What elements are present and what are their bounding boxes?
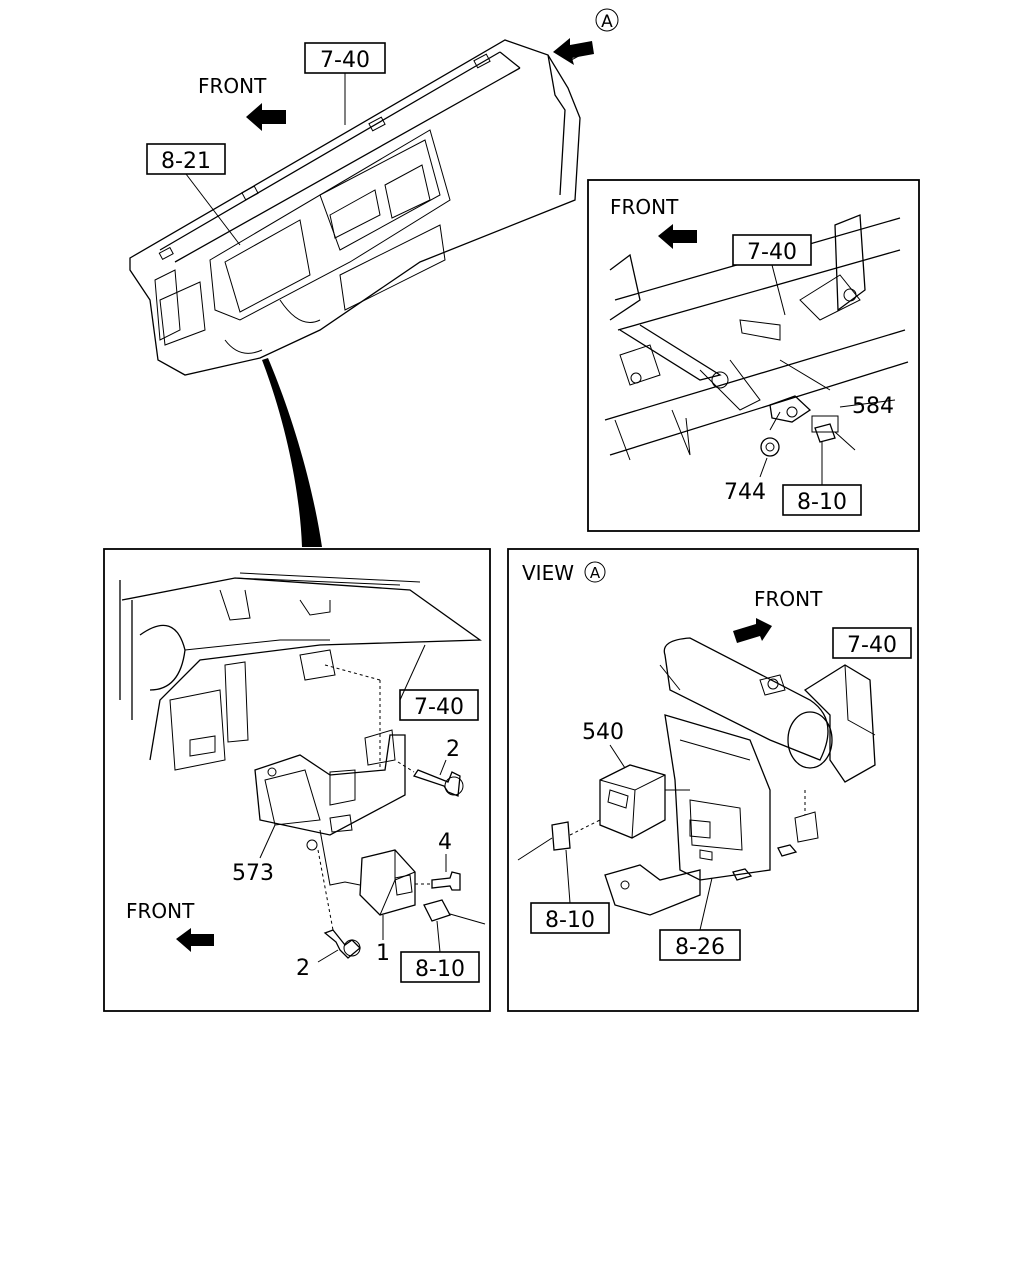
view-a-ref-panel: 7-40 — [847, 633, 897, 658]
overview-front-arrow-icon — [246, 103, 286, 131]
overview-ref-dashboard: 7-40 — [304, 42, 386, 125]
overview-view-a-indicator: A — [553, 8, 619, 65]
bracket-ref-panel: 7-40 — [414, 695, 464, 720]
bracket-ref-harness: 8-10 — [415, 957, 465, 982]
view-a-front-arrow-icon — [733, 618, 772, 643]
mount-part-sensor: 584 — [852, 394, 894, 419]
overview-front-indicator: FRONT — [198, 74, 286, 131]
view-a-title: VIEW — [522, 561, 574, 585]
bracket-part-screw: 4 — [438, 830, 452, 855]
overview-ref-cluster: 8-21 — [146, 143, 241, 246]
panel-bracket-assembly: 7-40 2 4 573 2 1 8-10 FRONT — [103, 548, 491, 1012]
view-a-part-module: 540 — [582, 720, 624, 745]
view-a-title-circle-icon — [584, 561, 606, 583]
panel-view-a: VIEW A FRONT — [507, 548, 919, 1012]
bracket-front-arrow-icon — [176, 928, 214, 952]
view-a-marker-circle-icon — [595, 8, 619, 32]
view-a-ref-harness: 8-10 — [545, 908, 595, 933]
bracket-front-label: FRONT — [126, 899, 195, 923]
ref-dashboard-label: 7-40 — [320, 48, 370, 73]
bracket-part-bolt-upper: 2 — [446, 737, 460, 762]
ref-cluster-label: 8-21 — [161, 149, 211, 174]
view-a-ref-bracket: 8-26 — [675, 935, 725, 960]
mount-ref-panel: 7-40 — [747, 240, 797, 265]
mount-ref-harness: 8-10 — [797, 490, 847, 515]
view-a-title-letter: A — [590, 564, 601, 582]
mount-front-arrow-icon — [658, 224, 697, 249]
panel-sensor-mount: FRONT 584 744 7-40 8-10 — [587, 179, 920, 532]
bracket-part-bracket: 573 — [232, 861, 274, 886]
overview-front-label: FRONT — [198, 74, 267, 98]
view-a-marker-letter: A — [601, 12, 613, 32]
mount-front-label: FRONT — [610, 195, 679, 219]
bracket-part-relay: 1 — [376, 941, 390, 966]
bracket-part-bolt-lower: 2 — [296, 956, 310, 981]
overview-dashboard — [129, 39, 584, 547]
view-a-front-label: FRONT — [754, 587, 823, 611]
view-a-arrow-icon — [553, 38, 594, 65]
mount-part-nut: 744 — [724, 480, 766, 505]
